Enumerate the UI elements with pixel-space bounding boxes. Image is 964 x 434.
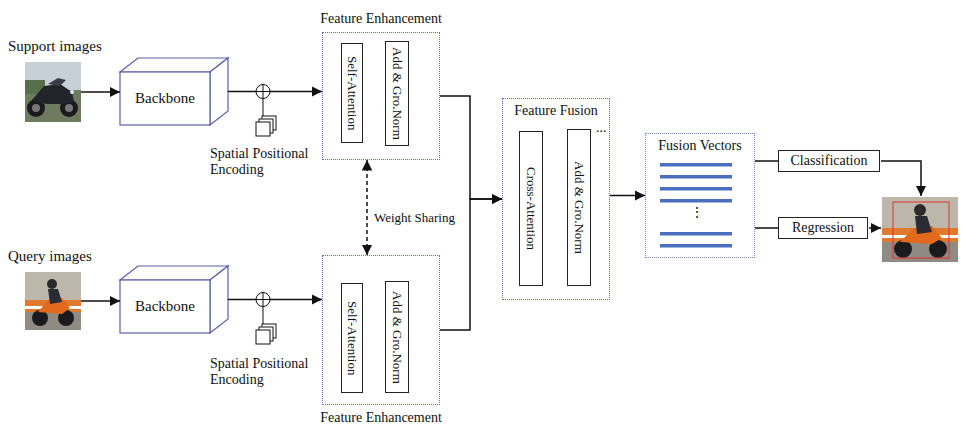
node-heading: Feature Enhancement [320, 11, 442, 27]
node-text: Backbone [135, 298, 195, 315]
query-photo [25, 272, 81, 330]
output-box: Regression [778, 217, 868, 239]
connector [228, 91, 322, 93]
node-text: Classification [791, 153, 868, 169]
backbone-block [120, 58, 228, 125]
connector [440, 96, 502, 199]
connector [755, 160, 778, 162]
backbone-box: Backbone [120, 266, 228, 333]
image-node: Support images [25, 62, 81, 122]
node-heading: Fusion Vectors [646, 138, 754, 154]
connector [366, 160, 368, 255]
module-box: Feature FusionCross-Attention Add & Gro.N… [502, 98, 610, 300]
module-box: Feature EnhancementSelf-AttentionAdd & G… [322, 32, 440, 160]
support-photo [25, 62, 81, 122]
annotation-label: Spatial Positional Encoding [210, 356, 318, 388]
annotation-label: Spatial Positional Encoding [210, 146, 318, 178]
layer-box: Add & Gro.Norm [567, 129, 591, 286]
module-box: Feature EnhancementSelf-AttentionAdd & G… [322, 255, 440, 405]
annotation-label: ⋮ [690, 205, 704, 221]
connector [81, 300, 120, 302]
node-text: Self-Attention [344, 56, 360, 130]
output-box: Classification [778, 150, 880, 172]
node-text: Regression [792, 220, 854, 236]
connector [81, 91, 120, 93]
node-text: Backbone [135, 90, 195, 107]
node-heading: Query images [8, 248, 92, 265]
node-text: Self-Attention [344, 301, 360, 375]
connector-label: Weight Sharing [372, 210, 457, 226]
node-text: Add & Gro.Norm [389, 47, 405, 140]
layer-box: Self-Attention [341, 283, 363, 393]
connector [228, 299, 322, 301]
output-photo [882, 197, 958, 262]
node-text: Add & Gro.Norm [389, 291, 405, 384]
node-text: Cross-Attention [523, 167, 539, 250]
connector [610, 195, 645, 197]
node-heading: Feature Enhancement [320, 410, 442, 426]
fusion-vector-bars [660, 163, 732, 248]
annotation-label: ... [596, 120, 607, 136]
image-node: Query images [25, 272, 81, 330]
node-text: Add & Gro.Norm [571, 161, 587, 254]
backbone-box: Backbone [120, 58, 228, 125]
sum-symbol [256, 85, 270, 307]
node-heading: Support images [8, 38, 102, 55]
positional-encoding-icon [256, 99, 276, 344]
backbone-block [120, 266, 228, 333]
vector-box: Fusion Vectors [645, 133, 755, 258]
layer-box: Self-Attention [341, 43, 363, 143]
connector [755, 227, 778, 229]
layer-box: Add & Gro.Norm [385, 281, 409, 393]
layer-box: Cross-Attention [519, 131, 543, 286]
output-arrow [881, 161, 921, 196]
layer-box: Add & Gro.Norm [385, 41, 409, 146]
node-heading: Feature Fusion [503, 103, 609, 119]
output-arrow [869, 227, 881, 229]
